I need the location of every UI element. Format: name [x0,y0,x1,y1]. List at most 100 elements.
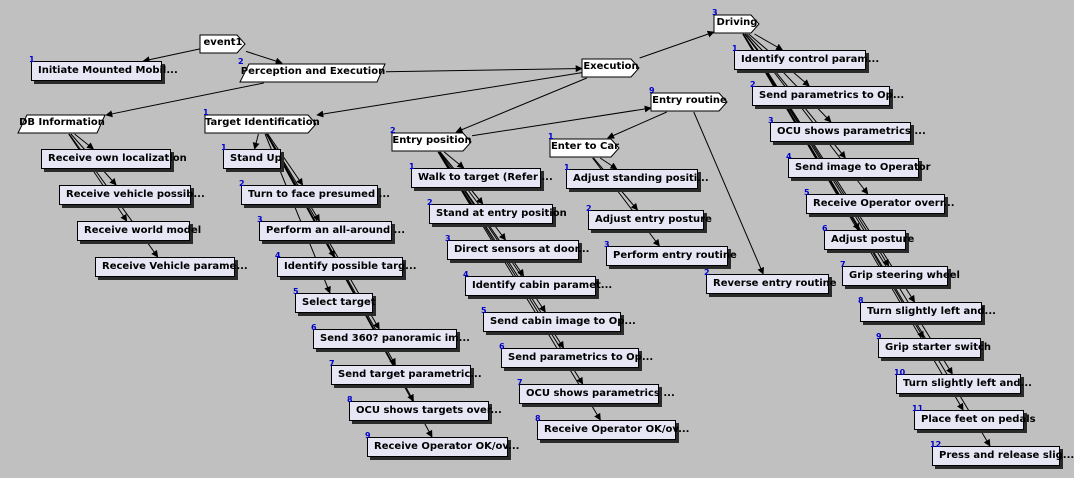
node-label: DB Information [19,117,105,128]
step-number: 9 [365,431,371,440]
node-db2[interactable]: Receive vehicle possib... [59,185,205,205]
node-label: Receive vehicle possib... [66,189,205,200]
node-event1[interactable]: event1 [199,34,246,54]
edge-target-t9 [266,133,433,438]
step-number: 8 [858,296,864,305]
step-number: 10 [894,368,906,377]
step-number: 1 [221,143,227,152]
edge-dbinfo-db1 [74,133,94,150]
node-entryroutine[interactable]: Entry routine [650,92,728,112]
node-label: Send parametrics to Op... [508,352,654,363]
edge-execution-target [316,72,583,118]
node-d1[interactable]: Identify control param... [734,50,879,70]
step-number: 1 [564,163,570,172]
node-c3[interactable]: Perform entry routine [606,246,737,266]
node-t6[interactable]: Send 360? panoramic im... [313,329,470,349]
node-d2[interactable]: Send parametrics to Op... [752,86,904,106]
node-db3[interactable]: Receive world model [77,221,201,241]
edge-entryroutine-entercar [607,111,667,139]
node-e8[interactable]: Receive Operator OK/ov... [537,420,689,440]
node-label: Send cabin image to Op... [490,316,636,327]
node-db1[interactable]: Receive own localization [41,149,187,169]
node-entercar[interactable]: Enter to Car [549,138,620,158]
node-reverse[interactable]: Reverse entry routine [706,274,837,294]
node-dbinfo[interactable]: DB Information [17,114,106,134]
edge-target-t1 [252,133,260,150]
step-number: 5 [804,188,810,197]
edge-dbinfo-db3 [68,133,128,222]
node-t4[interactable]: Identify possible targ... [277,257,417,277]
node-perception[interactable]: Perception and Execution [239,63,386,83]
node-label: Send 360? panoramic im... [320,333,470,344]
node-d4[interactable]: Send image to Operator [788,158,931,178]
step-number: 9 [649,86,655,95]
step-number: 2 [238,57,244,66]
node-t1[interactable]: Stand Up [223,149,282,169]
node-t2[interactable]: Turn to face presumed ... [241,185,390,205]
step-number: 8 [347,395,353,404]
node-c1[interactable]: Adjust standing positi... [566,169,709,189]
node-t3[interactable]: Perform an all-around ... [259,221,405,241]
step-number: 1 [548,132,554,141]
step-number: 3 [257,215,263,224]
node-label: Perform entry routine [613,250,737,261]
node-label: OCU shows parametrics ... [526,388,675,399]
edge-target-t3 [266,133,320,222]
node-t8[interactable]: OCU shows targets over... [349,401,502,421]
node-t9[interactable]: Receive Operator OK/ov... [367,437,519,457]
edge-entrypos-e7 [437,151,584,385]
node-label: Grip steering wheel [849,270,960,281]
node-t7[interactable]: Send target parametric... [331,365,482,385]
node-label: Receive Vehicle parame... [102,261,248,272]
edge-event1-perception [245,50,283,65]
node-d3[interactable]: OCU shows parametrics ... [770,122,926,142]
node-label: event1 [203,37,243,48]
node-e2[interactable]: Stand at entry position [429,204,567,224]
node-e4[interactable]: Identify cabin paramet... [465,276,612,296]
node-d12[interactable]: Press and release slig... [932,446,1074,466]
node-label: Walk to target (Refer ... [418,172,553,183]
node-d7[interactable]: Grip steering wheel [842,266,960,286]
step-number: 2 [750,80,756,89]
node-d5[interactable]: Receive Operator overr... [806,194,955,214]
node-label: Turn to face presumed ... [248,189,390,200]
node-label: Adjust standing positi... [573,173,709,184]
node-t5[interactable]: Select target [295,293,376,313]
node-label: Stand at entry position [436,208,567,219]
node-label: Receive Operator overr... [813,198,955,209]
node-label: Execution [583,61,639,72]
node-e1[interactable]: Walk to target (Refer ... [411,168,553,188]
node-d6[interactable]: Adjust posture [824,230,914,250]
node-entrypos[interactable]: Entry position [391,132,472,152]
node-d8[interactable]: Turn slightly left and... [860,302,996,322]
node-d11[interactable]: Place feet on pedals [914,410,1036,430]
step-number: 4 [275,251,281,260]
node-driving[interactable]: Driving [713,14,760,34]
node-c2[interactable]: Adjust entry posture [588,210,712,230]
node-target[interactable]: Target Identification [204,114,320,134]
edge-entercar-c1 [599,157,618,170]
node-label: Receive Operator OK/ov... [374,441,520,452]
node-e7[interactable]: OCU shows parametrics ... [519,384,675,404]
node-e3[interactable]: Direct sensors at door... [447,240,589,260]
step-number: 5 [293,287,299,296]
node-d9[interactable]: Grip starter switch [878,338,991,358]
node-label: Send parametrics to Op... [759,90,905,101]
node-initiate[interactable]: Initiate Mounted Mobil... [31,61,178,81]
node-label: Enter to Car [550,141,620,152]
node-label: Stand Up [230,153,282,164]
node-e6[interactable]: Send parametrics to Op... [501,348,653,368]
node-label: Receive world model [84,225,202,236]
node-e5[interactable]: Send cabin image to Op... [483,312,636,332]
edge-event1-initiate [142,48,201,64]
node-d10[interactable]: Turn slightly left and... [896,374,1032,394]
step-number: 6 [822,224,828,233]
node-db4[interactable]: Receive Vehicle parame... [95,257,248,277]
node-label: Perform an all-around ... [266,225,406,236]
node-label: Turn slightly left and... [903,378,1032,389]
step-number: 1 [29,55,35,64]
node-execution[interactable]: Execution [581,58,640,78]
edge-driving-d1 [754,33,784,51]
step-number: 11 [912,404,924,413]
